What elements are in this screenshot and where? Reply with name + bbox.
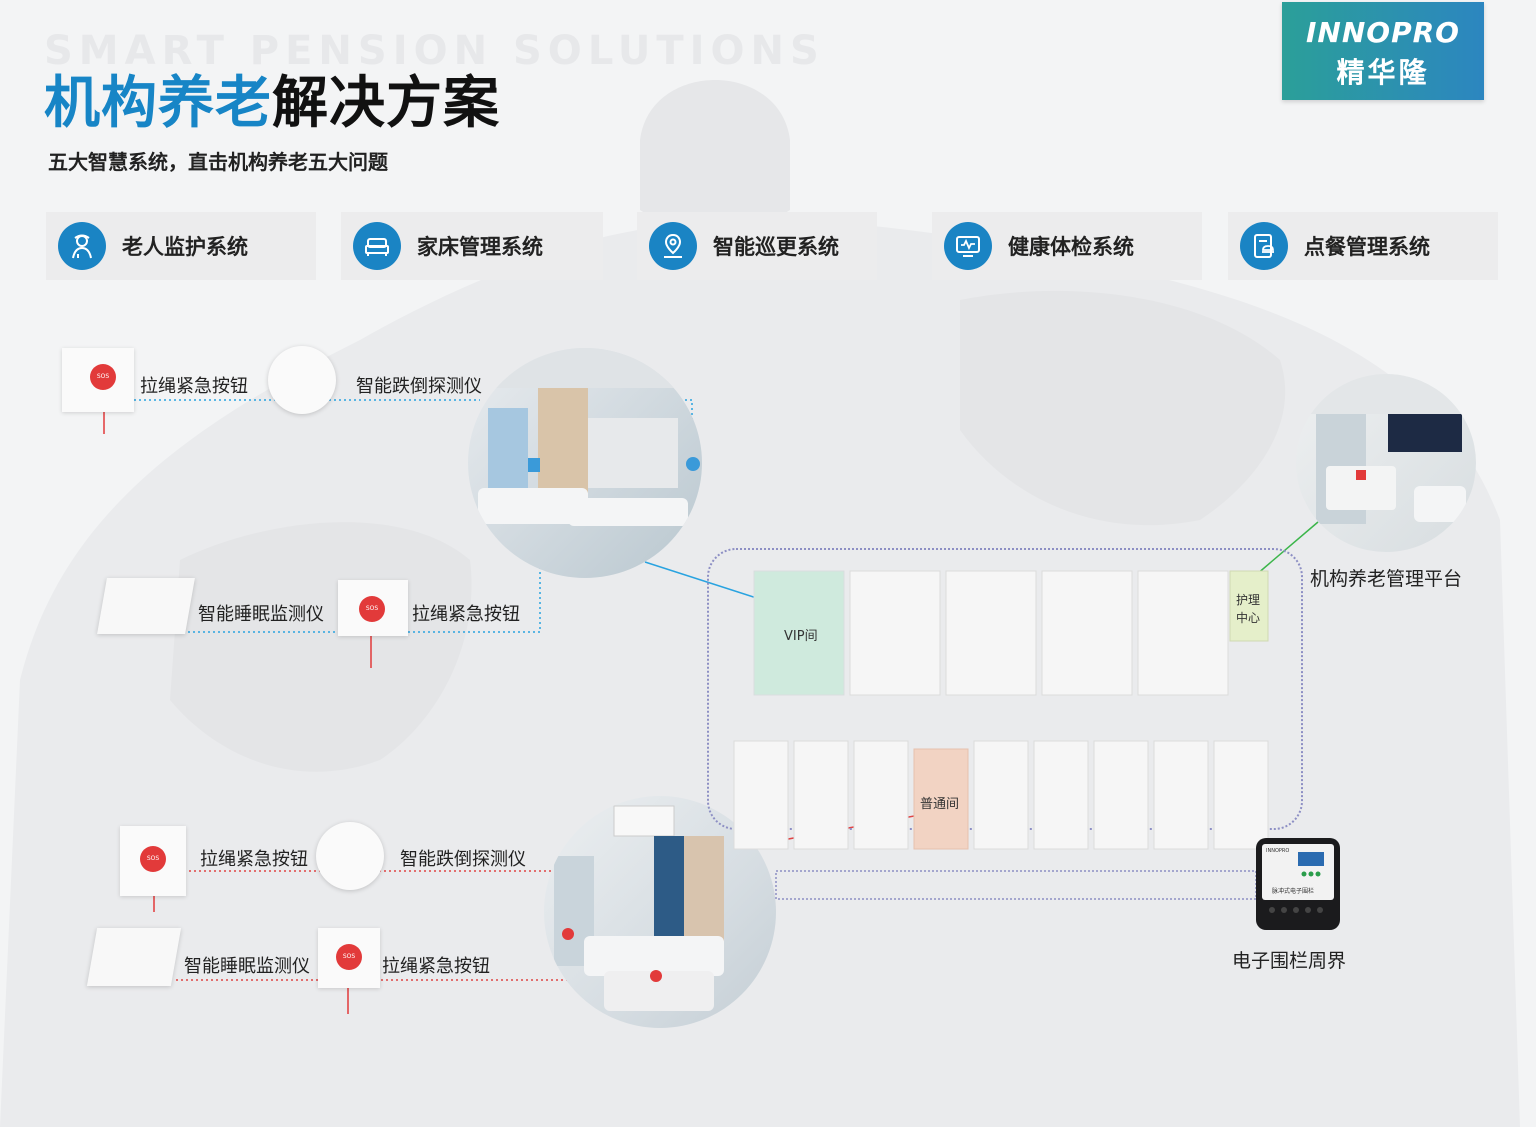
- system-label: 家床管理系统: [417, 235, 543, 259]
- fence-device-brand: INNOPRO: [1266, 848, 1290, 854]
- system-label: 点餐管理系统: [1304, 235, 1430, 259]
- system-card-bed-management[interactable]: 家床管理系统: [341, 212, 603, 280]
- sos-button-device: SOS: [318, 928, 380, 988]
- page-title-highlight: 机构养老: [44, 71, 272, 136]
- sos-badge: SOS: [336, 944, 362, 970]
- device-label: 智能跌倒探测仪: [400, 849, 526, 870]
- brand-name-en: INNOPRO: [1306, 16, 1460, 49]
- management-platform-label: 机构养老管理平台: [1310, 568, 1463, 590]
- sos-button-device: SOS: [120, 826, 186, 896]
- device-label: 拉绳紧急按钮: [412, 604, 520, 625]
- brand-logo: INNOPRO 精华隆: [1282, 2, 1484, 100]
- device-label: 拉绳紧急按钮: [140, 376, 248, 397]
- system-label: 老人监护系统: [122, 235, 248, 259]
- normal-ward-photo: [544, 796, 776, 1028]
- system-list: 老人监护系统 家床管理系统 智能巡更系统 健康体检系统 点餐管理系统: [46, 212, 1506, 288]
- brand-name-cn: 精华隆: [1336, 56, 1430, 89]
- device-label: 智能睡眠监测仪: [198, 604, 324, 625]
- fall-detector-device: [316, 822, 384, 890]
- system-label: 健康体检系统: [1008, 235, 1134, 259]
- vip-ward-photo: [468, 348, 702, 578]
- device-label: 智能睡眠监测仪: [184, 956, 310, 977]
- sos-button-device: SOS: [62, 348, 134, 412]
- page-subtitle: 五大智慧系统，直击机构养老五大问题: [48, 150, 388, 174]
- room-label-normal: 普通间: [920, 797, 960, 812]
- nursing-station-photo: [1296, 374, 1476, 552]
- sos-badge: SOS: [90, 364, 116, 390]
- page-title-rest: 解决方案: [272, 71, 500, 136]
- sos-badge: SOS: [359, 596, 385, 622]
- device-label: 拉绳紧急按钮: [382, 956, 490, 977]
- health-monitor-icon: [944, 222, 992, 270]
- system-card-meal-order[interactable]: 点餐管理系统: [1228, 212, 1498, 280]
- sos-button-device: SOS: [338, 580, 408, 636]
- page-title: 机构养老解决方案: [44, 58, 500, 139]
- watermark-text: SMART PENSION SOLUTIONS: [44, 28, 825, 74]
- sos-badge: SOS: [140, 846, 166, 872]
- room-label-nursing-2: 中心: [1236, 611, 1261, 625]
- room-label-nursing-1: 护理: [1236, 593, 1261, 607]
- location-pin-icon: [649, 222, 697, 270]
- fall-detector-device: [268, 346, 336, 414]
- fence-device-text: 脉冲式电子围栏: [1272, 888, 1315, 895]
- elderly-person-icon: [58, 222, 106, 270]
- system-card-health-check[interactable]: 健康体检系统: [932, 212, 1202, 280]
- floor-plan: VIP间 普通间 护理 中心: [700, 545, 1310, 905]
- system-label: 智能巡更系统: [713, 235, 839, 259]
- sleep-monitor-device: [97, 578, 195, 634]
- device-label: 拉绳紧急按钮: [200, 849, 308, 870]
- room-label-vip: VIP间: [784, 629, 818, 644]
- system-card-elderly-monitoring[interactable]: 老人监护系统: [46, 212, 316, 280]
- system-card-patrol[interactable]: 智能巡更系统: [637, 212, 877, 280]
- bed-icon: [353, 222, 401, 270]
- electronic-fence-device: INNOPRO 脉冲式电子围栏: [1254, 836, 1342, 932]
- electronic-fence-label: 电子围栏周界: [1232, 950, 1347, 972]
- meal-order-icon: [1240, 222, 1288, 270]
- sleep-monitor-device: [86, 928, 182, 986]
- device-label: 智能跌倒探测仪: [356, 376, 482, 397]
